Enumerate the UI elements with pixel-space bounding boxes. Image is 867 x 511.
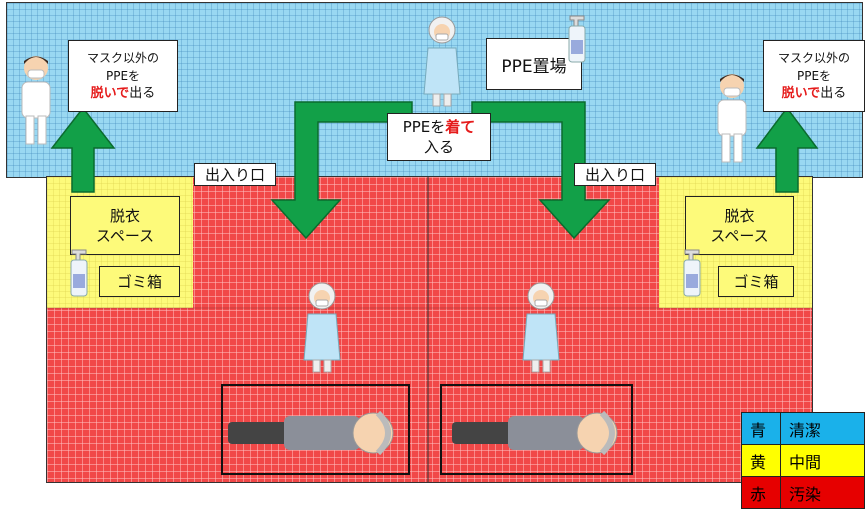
ppe-storage-text: PPE置場 <box>501 56 567 77</box>
doorway-text: 出入り口 <box>204 165 265 184</box>
exit-text-emphasis: 脱いで <box>90 86 130 101</box>
changing-text-line1: 脱衣 <box>109 206 140 225</box>
legend-value: 汚染 <box>780 476 865 509</box>
changing-text-line2: スペース <box>710 226 769 245</box>
entry-arrow-left <box>270 101 413 240</box>
exit-text-end: 出る <box>129 86 156 101</box>
doorway-label-left: 出入り口 <box>194 163 276 186</box>
exit-text-line2: PPEを <box>105 69 141 83</box>
sanitizer-bottle-icon <box>683 249 701 297</box>
patient-in-bed-icon <box>228 410 394 456</box>
ppe-gown-person-icon <box>423 16 461 107</box>
entry-text-start: PPEを <box>402 118 446 136</box>
ppe-gown-person-icon <box>522 282 560 373</box>
staff-person-icon <box>21 56 51 145</box>
legend-row-contaminated: 赤 汚染 <box>741 476 865 509</box>
exit-text-line1: マスク以外の <box>86 51 159 65</box>
legend-key: 赤 <box>741 476 781 509</box>
exit-text-end: 出る <box>820 86 847 101</box>
changing-text-line1: 脱衣 <box>724 206 755 225</box>
staff-person-icon <box>717 74 747 163</box>
entry-instruction: PPEを着て 入る <box>387 113 491 161</box>
exit-text-emphasis: 脱いで <box>781 86 821 101</box>
legend-key: 黄 <box>741 444 781 477</box>
sanitizer-bottle-icon <box>568 15 586 63</box>
changing-space-left: 脱衣 スペース <box>70 196 180 255</box>
legend-value: 中間 <box>780 444 865 477</box>
ppe-gown-person-icon <box>303 282 341 373</box>
legend-row-intermediate: 黄 中間 <box>741 444 865 477</box>
changing-space-right: 脱衣 スペース <box>685 196 794 255</box>
exit-instruction-right: マスク以外の PPEを 脱いで出る <box>763 40 865 112</box>
entry-arrow-right <box>471 101 611 240</box>
trash-bin-right: ゴミ箱 <box>718 266 794 297</box>
legend-key: 青 <box>741 412 781 445</box>
trash-text: ゴミ箱 <box>116 272 162 291</box>
ppe-storage-label: PPE置場 <box>486 38 582 90</box>
exit-arrow-left <box>50 106 116 193</box>
changing-text-line2: スペース <box>95 226 155 245</box>
sanitizer-bottle-icon <box>70 249 88 297</box>
trash-text: ゴミ箱 <box>733 272 779 291</box>
bed-left <box>221 384 410 475</box>
trash-bin-left: ゴミ箱 <box>99 266 180 297</box>
exit-text-line1: マスク以外の <box>777 51 850 65</box>
doorway-label-right: 出入り口 <box>574 163 656 186</box>
legend-row-clean: 青 清潔 <box>741 412 865 445</box>
entry-text-line2: 入る <box>423 138 454 156</box>
exit-text-line2: PPEを <box>796 69 832 83</box>
entry-text-emphasis: 着て <box>445 118 476 136</box>
exit-instruction-left: マスク以外の PPEを 脱いで出る <box>68 40 178 112</box>
legend-value: 清潔 <box>780 412 865 445</box>
patient-in-bed-icon <box>452 410 618 456</box>
zone-legend: 青 清潔 黄 中間 赤 汚染 <box>741 412 865 509</box>
bed-right <box>440 384 633 475</box>
exit-arrow-right <box>755 106 819 193</box>
doorway-text: 出入り口 <box>584 165 645 184</box>
